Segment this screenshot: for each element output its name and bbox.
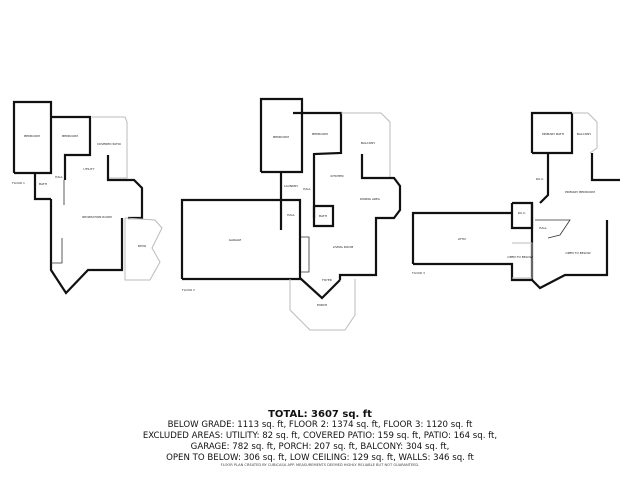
room-label: HALL — [55, 175, 63, 179]
area-breakdown-line: BELOW GRADE: 1113 sq. ft, FLOOR 2: 1374 … — [167, 420, 473, 430]
room-label: W.I.C. — [536, 177, 545, 181]
room-label: LAUNDRY — [284, 184, 298, 188]
room-label: ATTIC — [458, 237, 466, 241]
floor-2-plan: FLOOR 2 BEDROOM BEDROOM BALCONY LAUNDRY … — [180, 97, 402, 331]
room-label: HALL — [303, 187, 311, 191]
area-breakdown-line: EXCLUDED AREAS: UTILITY: 82 sq. ft, COVE… — [142, 431, 498, 441]
room-label: BATH — [319, 214, 327, 218]
room-label: FOYER — [322, 278, 332, 282]
room-label: PRIMARY BEDROOM — [565, 190, 595, 194]
room-label: RECREATION ROOM — [82, 215, 112, 219]
floor-3-plan: FLOOR 3 PRIMARY BATH BALCONY W.I.C. PRIM… — [411, 111, 620, 290]
room-label: COVERED PATIO — [97, 142, 122, 146]
room-label: BEDROOM — [273, 135, 289, 139]
room-label: DINING AREA — [360, 197, 381, 201]
floor-2-tag: FLOOR 2 — [182, 288, 195, 292]
floor-3-tag: FLOOR 3 — [412, 271, 425, 275]
room-label: BEDROOM — [24, 134, 40, 138]
room-label: UTILITY — [83, 167, 94, 171]
room-label: W.I.C. — [518, 211, 527, 215]
floor-1-tag: FLOOR 1 — [12, 181, 25, 185]
room-label: BALCONY — [361, 141, 375, 145]
room-label: GARAGE — [229, 238, 242, 242]
room-label: PORCH — [317, 303, 327, 307]
room-label: BEDROOM — [62, 134, 78, 138]
total-area: TOTAL: 3607 sq. ft — [268, 409, 372, 420]
disclaimer: FLOOR PLAN CREATED BY CUBICASA APP. MEAS… — [220, 463, 420, 467]
room-label: LIVING ROOM — [333, 245, 354, 249]
room-label: OPEN TO BELOW — [507, 255, 532, 259]
floor-1-plan: FLOOR 1 BEDROOM BEDROOM COVERED PATIO UT… — [12, 100, 163, 295]
room-label: OPEN TO BELOW — [565, 251, 590, 255]
floor-plans: FLOOR 1 BEDROOM BEDROOM COVERED PATIO UT… — [12, 97, 620, 331]
room-label: PATIO — [138, 244, 147, 248]
room-label: HALL — [539, 226, 547, 230]
area-breakdown-line: GARAGE: 782 sq. ft, PORCH: 207 sq. ft, B… — [190, 442, 450, 452]
room-label: BATH — [39, 182, 47, 186]
room-label: KITCHEN — [331, 174, 344, 178]
room-label: HALL — [287, 213, 295, 217]
room-label: PRIMARY BATH — [542, 132, 564, 136]
area-breakdown-line: OPEN TO BELOW: 306 sq. ft, LOW CEILING: … — [166, 453, 474, 463]
room-label: BALCONY — [577, 132, 591, 136]
room-label: BEDROOM — [312, 132, 328, 136]
